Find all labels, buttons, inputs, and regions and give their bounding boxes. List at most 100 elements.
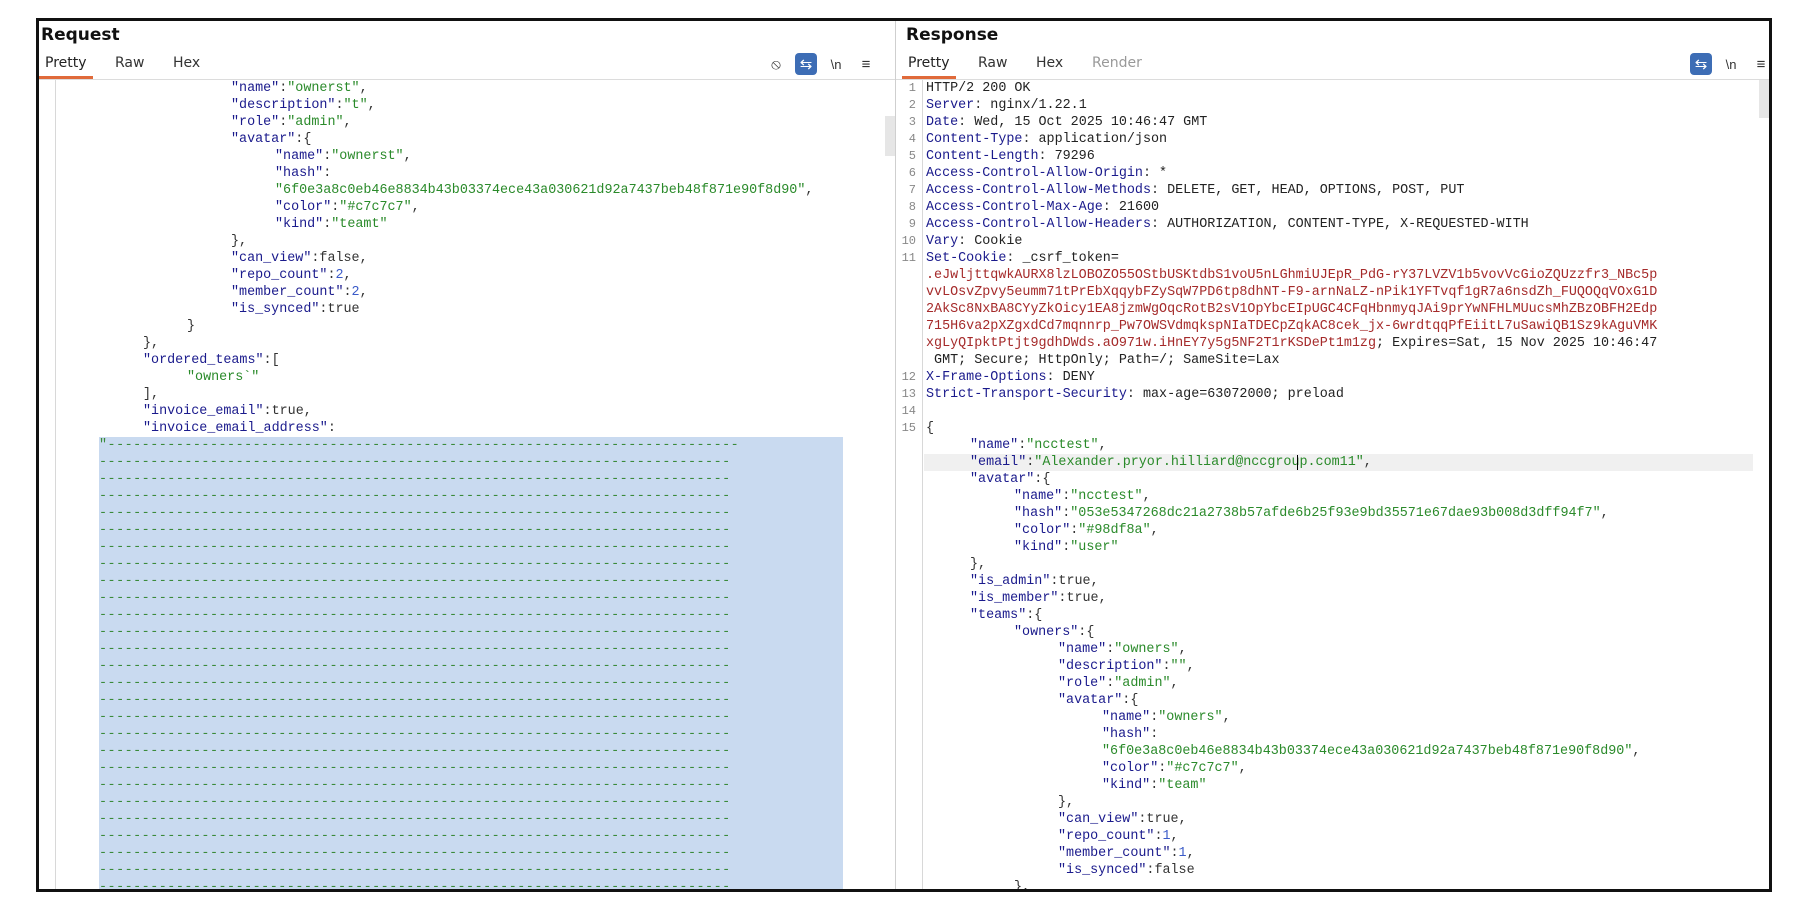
json-punct: , [239, 234, 248, 249]
json-value: "Alexander.pryor.hilliard@nccgroup.com11… [1034, 455, 1364, 470]
header-name: X-Frame-Options [926, 370, 1047, 385]
json-key: "color" [275, 200, 332, 215]
code-line: "repo_count":1, [1058, 828, 1179, 845]
selected-value-line[interactable]: ----------------------------------------… [99, 743, 843, 760]
selected-value-line[interactable]: ----------------------------------------… [99, 675, 843, 692]
json-punct: , [1170, 676, 1179, 691]
code-line: "6f0e3a8c0eb46e8834b43b03374ece43a030621… [1102, 743, 1640, 760]
code-line: "owners`" [187, 369, 259, 386]
code-line: "is_member":true, [970, 590, 1107, 607]
selected-value-line[interactable]: ----------------------------------------… [99, 505, 843, 522]
json-value: 1 [1178, 846, 1187, 861]
selected-value-line[interactable]: ----------------------------------------… [99, 879, 843, 889]
request-tab-pretty[interactable]: Pretty [39, 55, 93, 79]
selected-value-line[interactable]: ----------------------------------------… [99, 607, 843, 624]
request-scrollbar[interactable] [885, 116, 895, 156]
json-value: } [143, 336, 152, 351]
selected-value-line[interactable]: ----------------------------------------… [99, 760, 843, 777]
json-key: "name" [1014, 489, 1063, 504]
json-key: "repo_count" [231, 268, 328, 283]
line-number: 1 [908, 81, 916, 95]
response-tab-raw[interactable]: Raw [978, 55, 1008, 71]
newline-icon[interactable]: \n [1725, 56, 1737, 72]
menu-icon[interactable]: ≡ [1756, 55, 1766, 73]
json-punct: , [1098, 591, 1107, 606]
selected-value-line[interactable]: ----------------------------------------… [99, 658, 843, 675]
selected-value-line[interactable]: ----------------------------------------… [99, 794, 843, 811]
cookie-value: 715H6va2pXZgxdCd7mqnnrp_Pw7OWSVdmqkspNIa… [926, 319, 1658, 334]
selected-value-line[interactable]: ----------------------------------------… [99, 488, 843, 505]
json-colon: : [1106, 642, 1115, 657]
code-line: }, [1014, 879, 1030, 889]
menu-icon[interactable]: ≡ [861, 55, 871, 73]
selected-dashes: ----------------------------------------… [99, 506, 731, 521]
selected-value-line[interactable]: ----------------------------------------… [99, 454, 843, 471]
request-tab-raw[interactable]: Raw [115, 55, 145, 71]
code-line: "description":"", [1058, 658, 1195, 675]
selected-value-line[interactable]: ----------------------------------------… [99, 828, 843, 845]
selected-value-line[interactable]: ----------------------------------------… [99, 556, 843, 573]
word-wrap-icon[interactable]: ⇆ [795, 53, 817, 75]
json-key: "is_member" [970, 591, 1059, 606]
header-name: Access-Control-Allow-Headers [926, 217, 1151, 232]
json-value: true [271, 404, 304, 419]
selected-value-line[interactable]: ----------------------------------------… [99, 692, 843, 709]
code-line: "description":"t", [231, 97, 376, 114]
selected-value-line[interactable]: ----------------------------------------… [99, 624, 843, 641]
newline-icon[interactable]: \n [830, 56, 842, 72]
eye-hidden-icon[interactable]: ⦸ [771, 55, 781, 73]
current-line-highlight [924, 454, 1753, 471]
json-value: "ownerst" [287, 81, 360, 96]
selected-dashes: ----------------------------------------… [99, 489, 731, 504]
selected-value-line[interactable]: ----------------------------------------… [99, 777, 843, 794]
word-wrap-icon[interactable]: ⇆ [1690, 53, 1712, 75]
selected-dashes: ----------------------------------------… [99, 710, 731, 725]
json-punct: , [1178, 812, 1187, 827]
selected-value-line[interactable]: ----------------------------------------… [99, 590, 843, 607]
json-punct: , [1090, 574, 1099, 589]
selected-value-line[interactable]: ----------------------------------------… [99, 641, 843, 658]
selected-value-line[interactable]: ----------------------------------------… [99, 811, 843, 828]
selected-value-line[interactable]: ----------------------------------------… [99, 845, 843, 862]
selected-value-line[interactable]: ----------------------------------------… [99, 726, 843, 743]
code-line: "role":"admin", [231, 114, 352, 131]
cookie-value: 2AkSc8NxBA8CYyZkOicy1EA8jzmWgOqcRotB2sV1… [926, 302, 1658, 317]
selected-dashes: ----------------------------------------… [99, 693, 731, 708]
selected-value-line[interactable]: ----------------------------------------… [99, 539, 843, 556]
json-key: "kind" [1014, 540, 1063, 555]
json-key: "avatar" [1058, 693, 1123, 708]
header-value: max-age=63072000; preload [1142, 387, 1344, 402]
request-editor[interactable]: "name":"ownerst","description":"t","role… [39, 80, 895, 889]
code-line: "hash": [275, 165, 331, 182]
header-value: DENY [1062, 370, 1095, 385]
request-tab-hex[interactable]: Hex [173, 55, 201, 71]
json-punct: , [343, 115, 352, 130]
code-line: "member_count":1, [1058, 845, 1195, 862]
request-tabs: Pretty Raw Hex ⦸ ⇆ \n ≡ [39, 51, 895, 80]
header-line: X-Frame-Options: DENY [926, 369, 1095, 386]
json-value: { [1086, 625, 1095, 640]
header-name: Date [926, 115, 959, 130]
response-tab-hex[interactable]: Hex [1036, 55, 1064, 71]
cookie-attrs: GMT; Secure; HttpOnly; Path=/; SameSite=… [926, 353, 1280, 368]
code-line: "can_view":true, [1058, 811, 1187, 828]
selected-value-line[interactable]: ----------------------------------------… [99, 471, 843, 488]
cookie-value-line: 715H6va2pXZgxdCd7mqnnrp_Pw7OWSVdmqkspNIa… [926, 318, 1657, 335]
json-key: "name" [1058, 642, 1107, 657]
code-line: "owners":{ [1014, 624, 1094, 641]
response-tab-render[interactable]: Render [1092, 55, 1142, 71]
header-colon: : [1151, 217, 1168, 232]
header-value: _csrf_token= [1022, 251, 1119, 266]
selected-value-line[interactable]: ----------------------------------------… [99, 862, 843, 879]
json-key: "name" [275, 149, 324, 164]
header-name: Strict-Transport-Security [926, 387, 1127, 402]
selected-value-line[interactable]: "---------------------------------------… [99, 437, 843, 454]
response-scrollbar[interactable] [1759, 80, 1769, 118]
code-line: }, [1058, 794, 1074, 811]
json-punct: , [359, 285, 368, 300]
selected-value-line[interactable]: ----------------------------------------… [99, 522, 843, 539]
response-tab-pretty[interactable]: Pretty [902, 55, 956, 79]
selected-value-line[interactable]: ----------------------------------------… [99, 709, 843, 726]
selected-value-line[interactable]: ----------------------------------------… [99, 573, 843, 590]
